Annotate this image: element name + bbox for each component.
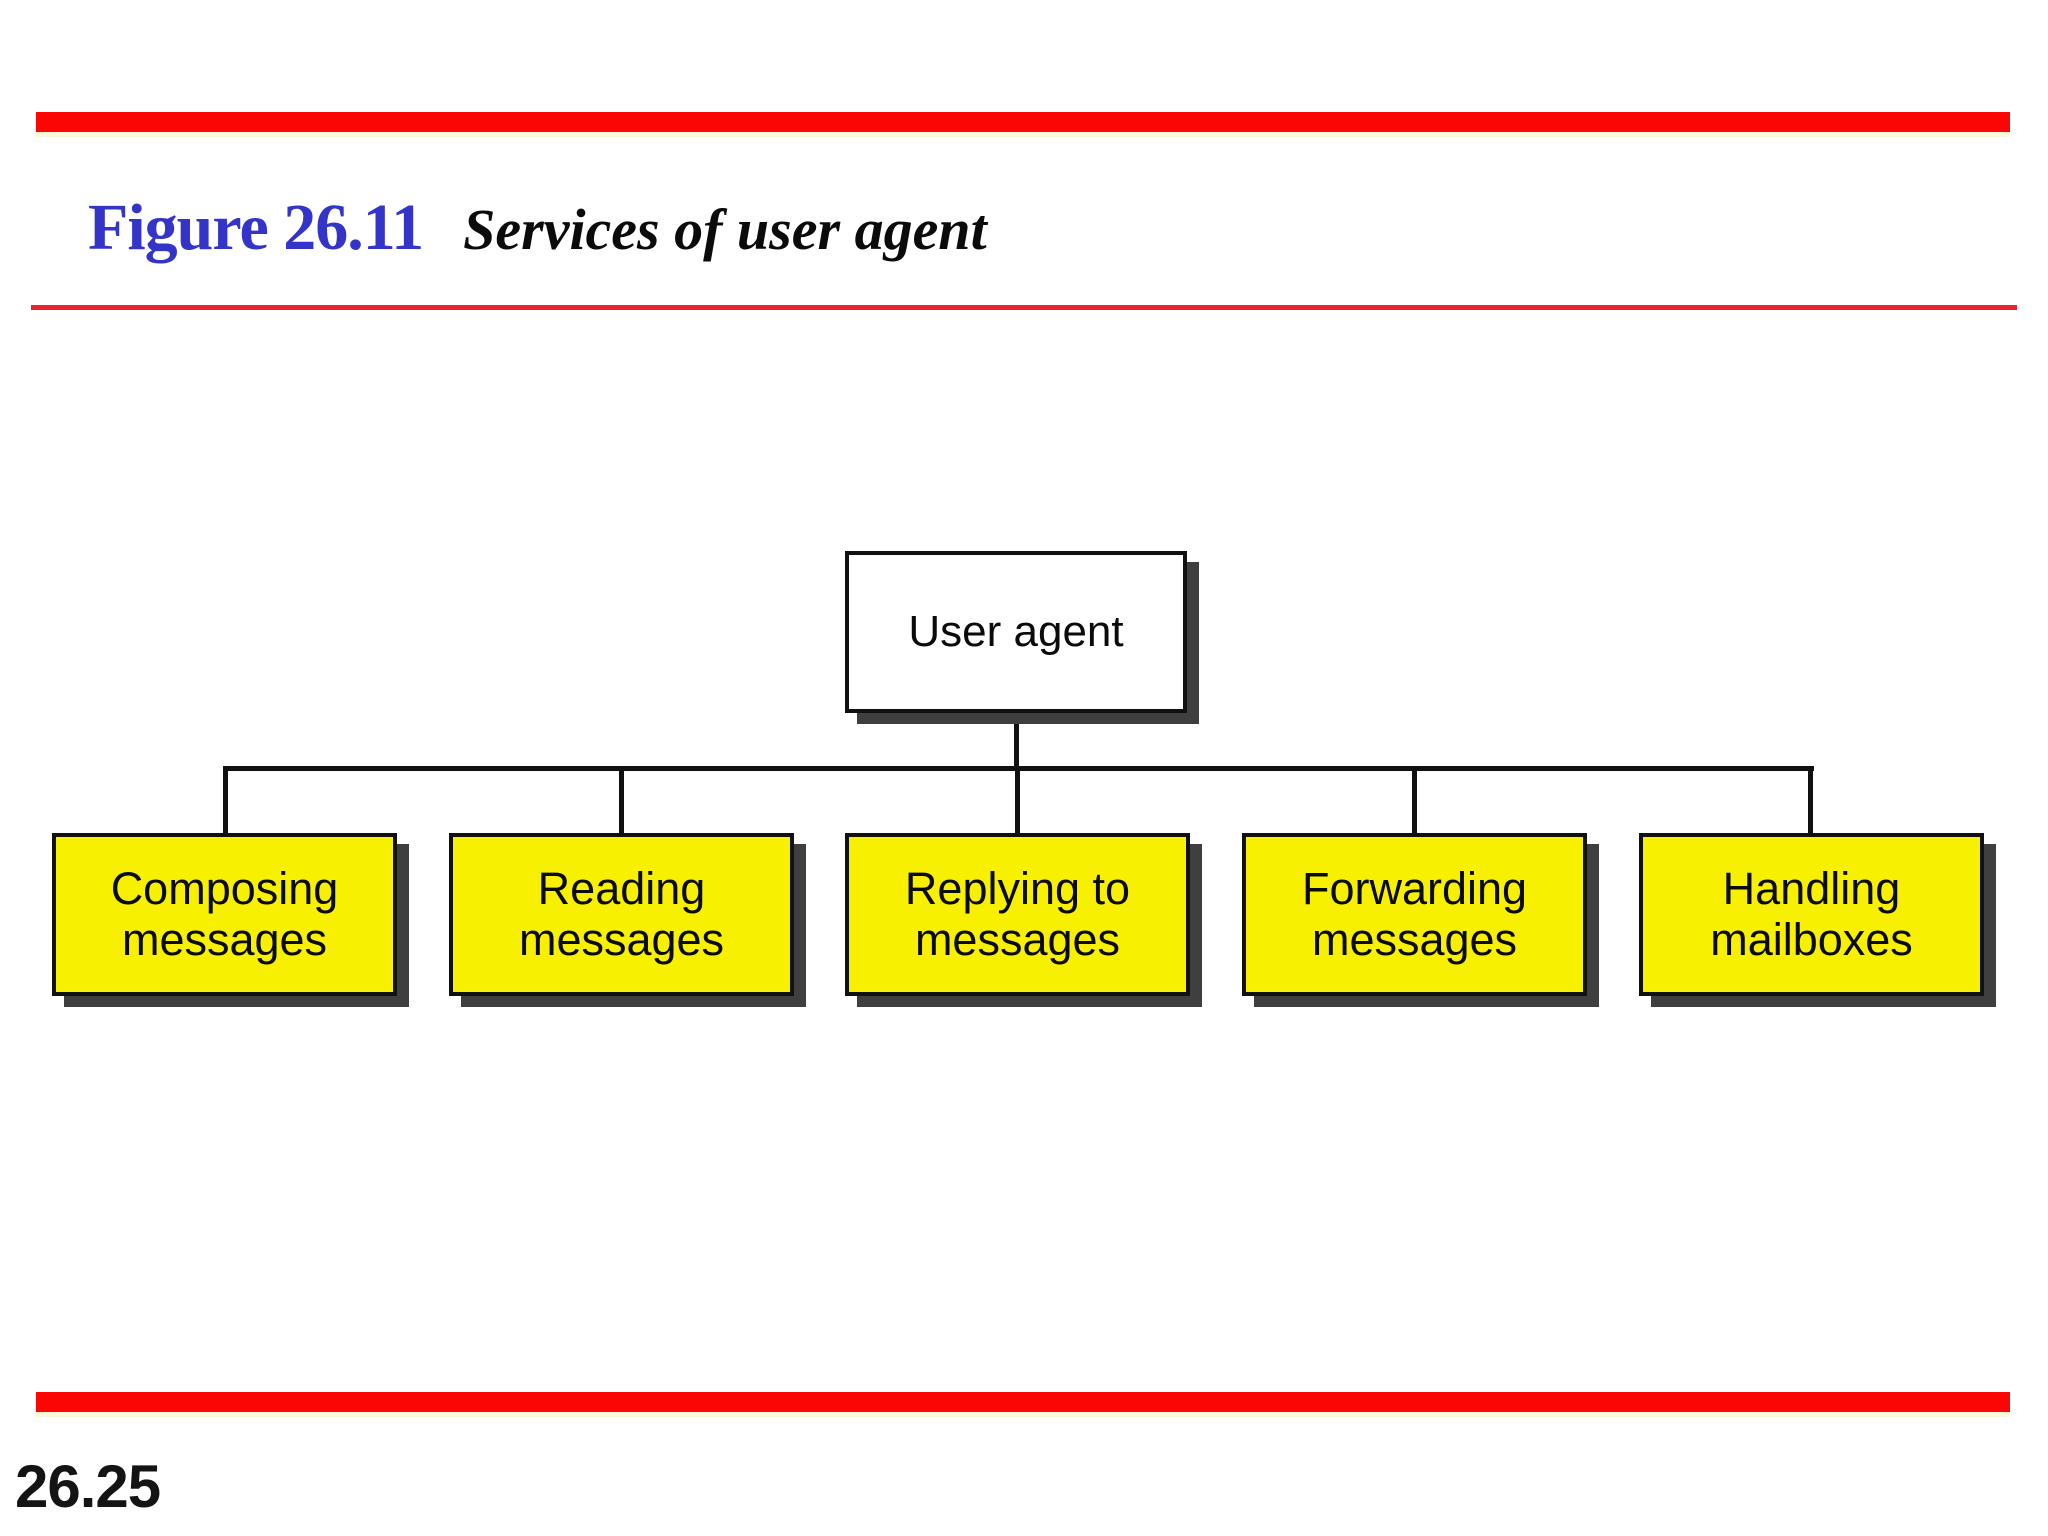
connector-stub-reading xyxy=(619,766,624,836)
page-number: 26.25 xyxy=(15,1453,161,1520)
figure-number: Figure 26.11 xyxy=(88,191,424,264)
connector-stub-handling xyxy=(1808,766,1813,836)
connector-root-drop xyxy=(1014,708,1019,770)
service-box-reading-messages: Reading messages xyxy=(449,833,794,996)
service-label: Reading messages xyxy=(518,863,725,965)
user-agent-label: User agent xyxy=(908,607,1124,656)
service-box-composing-messages: Composing messages xyxy=(52,833,397,996)
connector-stub-forwarding xyxy=(1412,766,1417,836)
service-label: Composing messages xyxy=(110,863,339,965)
service-label: Forwarding messages xyxy=(1301,863,1528,965)
bottom-red-bar xyxy=(36,1392,2010,1412)
slide-title: Figure 26.11 Services of user agent xyxy=(88,190,1968,266)
service-box-forwarding-messages: Forwarding messages xyxy=(1242,833,1587,996)
top-bar-underline xyxy=(36,132,2010,137)
service-label: Handling mailboxes xyxy=(1710,863,1913,965)
service-label: Replying to messages xyxy=(904,863,1131,965)
connector-stub-composing xyxy=(223,766,228,836)
connector-stub-replying xyxy=(1015,766,1020,836)
service-box-handling-mailboxes: Handling mailboxes xyxy=(1639,833,1984,996)
user-agent-box: User agent xyxy=(845,551,1187,713)
figure-caption: Services of user agent xyxy=(463,197,987,262)
top-red-bar xyxy=(36,112,2010,132)
title-divider-rule xyxy=(31,305,2017,310)
bottom-bar-underline xyxy=(36,1412,2010,1417)
service-box-replying-to-messages: Replying to messages xyxy=(845,833,1190,996)
